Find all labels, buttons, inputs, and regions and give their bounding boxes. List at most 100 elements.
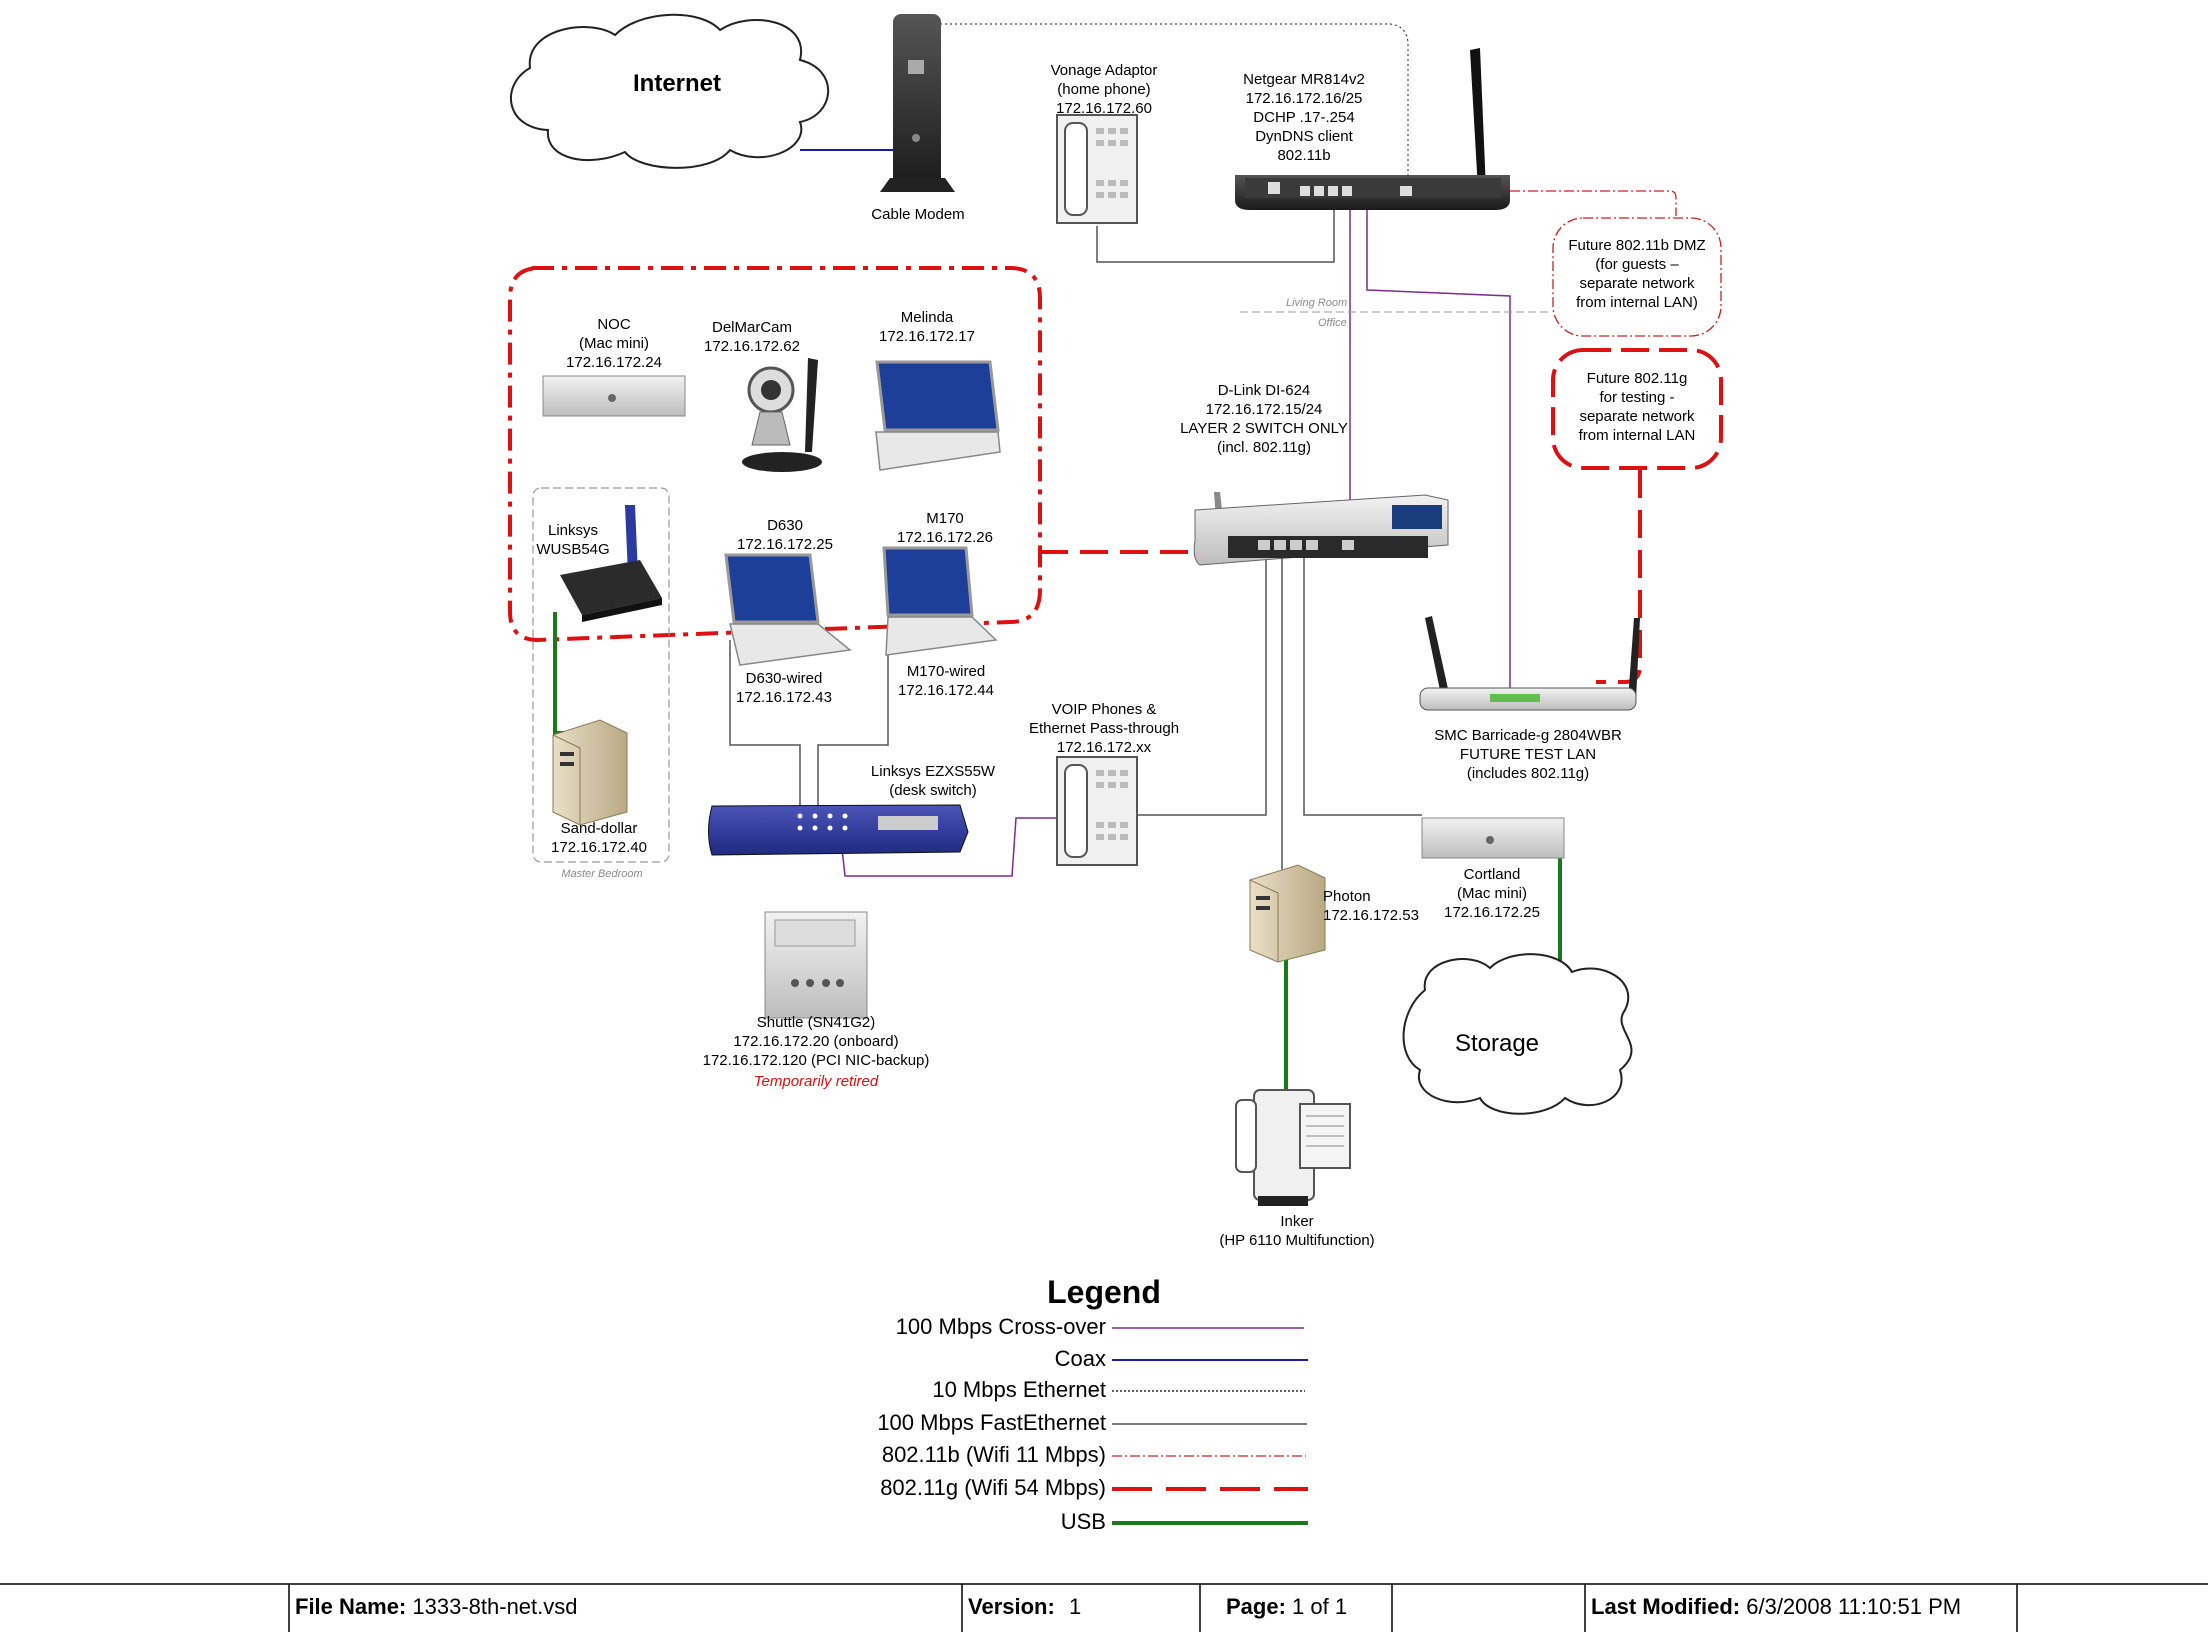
device-label-line: (HP 6110 Multifunction) [1219, 1232, 1375, 1249]
d630-wired-label: D630-wired 172.16.172.43 [736, 669, 832, 707]
internet-cloud-shape [510, 13, 830, 169]
device-label-line: (home phone) [1057, 81, 1151, 98]
d630-laptop-icon [724, 553, 852, 666]
webcam-icon [742, 358, 822, 472]
footer-frame [0, 1583, 2208, 1632]
device-label-line: (Mac mini) [1457, 885, 1527, 902]
device-label-line: 172.16.172.60 [1056, 100, 1152, 117]
last-modified-value: 6/3/2008 11:10:51 PM [1746, 1594, 1962, 1619]
internet-cloud-label: Internet [632, 70, 722, 97]
photon-pc-icon [1249, 864, 1326, 963]
link-netgear-dmz-wifi-b [1510, 190, 1677, 216]
footer-last-modified: Last Modified: 6/3/2008 11:10:51 PM [1585, 1584, 2021, 1632]
device-label-line: D630-wired [745, 670, 823, 687]
device-label-line: Ethernet Pass-through [1028, 720, 1180, 737]
device-label-line: Photon [1323, 888, 1371, 905]
future-dmz-box [1552, 217, 1722, 337]
m170-label: M170 172.16.172.26 [897, 509, 993, 547]
link-voip-switch-crossover [837, 811, 1058, 877]
device-label-line: Sand-dollar [560, 820, 638, 837]
device-label-line: Linksys [547, 522, 599, 539]
device-label-line: 172.16.172.26 [897, 529, 993, 546]
device-label-line: 172.16.172.24 [566, 354, 662, 371]
device-label-line: M170 [926, 510, 964, 527]
netgear-router-icon [1235, 48, 1510, 210]
device-label-line: WUSB54G [536, 541, 610, 558]
device-label-line: 172.16.172.43 [736, 689, 832, 706]
legend-title: Legend [1047, 1274, 1161, 1310]
device-label-line: separate network [1579, 275, 1695, 292]
device-label-line: from internal LAN) [1576, 294, 1698, 311]
last-modified-label: Last Modified: [1591, 1594, 1741, 1619]
device-label-line: Melinda [900, 309, 954, 326]
dlink-router-icon [1193, 492, 1449, 566]
device-label-line: DCHP .17-.254 [1253, 109, 1355, 126]
cortland-label: Cortland(Mac mini)172.16.172.25 [1444, 865, 1540, 922]
device-label-line: 172.16.172.15/24 [1205, 401, 1323, 418]
link-modem-netgear-10mbps [940, 23, 1409, 188]
shuttle-pc-icon [764, 911, 868, 1019]
legend-item: 100 Mbps Cross-over [895, 1314, 1106, 1339]
device-label-line: LAYER 2 SWITCH ONLY [1180, 420, 1348, 437]
device-label-line: 172.16.172.25 [1444, 904, 1540, 921]
device-label-line: 172.16.172.20 (onboard) [733, 1033, 899, 1050]
office-label: Office [1318, 317, 1347, 329]
link-d630-switch [729, 640, 801, 808]
device-label-line: D-Link DI-624 [1217, 382, 1311, 399]
file-name-value: 1333-8th-net.vsd [412, 1594, 578, 1619]
link-dlink-cortland [1303, 552, 1422, 816]
device-label-line: from internal LAN [1578, 427, 1696, 444]
device-label-line: (for guests – [1595, 256, 1679, 273]
device-label-line: 172.16.172.25 [737, 536, 833, 553]
device-label-line: 172.16.172.120 (PCI NIC-backup) [702, 1052, 930, 1069]
linksys-switch-label: Linksys EZXS55W(desk switch) [871, 762, 995, 800]
vonage-phone-icon [1056, 114, 1138, 224]
link-vonage-netgear [1096, 200, 1335, 263]
device-label-line: SMC Barricade-g 2804WBR [1434, 727, 1622, 744]
inker-printer-icon [1235, 1089, 1351, 1206]
device-label-line: DynDNS client [1255, 128, 1353, 145]
living-room-label: Living Room [1286, 297, 1348, 309]
version-value: 1 [1068, 1594, 1082, 1619]
cable-modem-icon [880, 14, 955, 192]
linksys-switch-icon [708, 804, 969, 856]
noc-label: NOC(Mac mini)172.16.172.24 [566, 315, 662, 372]
cable-modem-label: Cable Modem [871, 205, 964, 224]
legend-samples [1112, 1327, 1308, 1525]
device-label-line: DelMarCam [711, 319, 792, 336]
footer-page: Page: 1 of 1 [1220, 1584, 1396, 1632]
footer-file-name: File Name: 1333-8th-net.vsd [289, 1584, 955, 1632]
device-label-line: 172.16.172.40 [551, 839, 647, 856]
device-label-line: (incl. 802.11g) [1217, 439, 1311, 456]
device-label-line: FUTURE TEST LAN [1459, 746, 1597, 763]
device-label-line: for testing - [1599, 389, 1675, 406]
device-label-line: 802.11b [1277, 147, 1331, 164]
inker-label: Inker(HP 6110 Multifunction) [1219, 1212, 1374, 1250]
legend-item: 10 Mbps Ethernet [932, 1377, 1106, 1402]
device-label-line: 172.16.172.44 [898, 682, 994, 699]
storage-cloud-shape [1402, 953, 1633, 1115]
device-label-line: Linksys EZXS55W [870, 763, 996, 780]
device-label-line: Cable Modem [871, 206, 965, 223]
cortland-mac-mini-icon [1421, 817, 1565, 859]
version-label: Version: [968, 1594, 1055, 1619]
link-netgear-smc [1366, 200, 1511, 700]
legend-item: 802.11b (Wifi 11 Mbps) [881, 1442, 1106, 1467]
file-name-label: File Name: [295, 1594, 407, 1619]
page-label: Page: [1226, 1594, 1286, 1619]
legend-item: USB [1060, 1509, 1106, 1534]
footer: File Name: 1333-8th-net.vsd Version: 1 P… [0, 1584, 2208, 1632]
device-label-line: VOIP Phones & [1051, 701, 1157, 718]
device-label-line: 172.16.172.17 [879, 328, 975, 345]
device-label-line: (Mac mini) [579, 335, 649, 352]
footer-version: Version: 1 [962, 1584, 1198, 1632]
